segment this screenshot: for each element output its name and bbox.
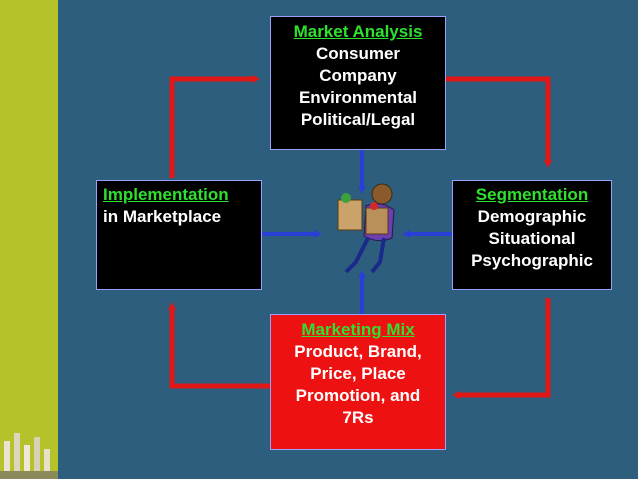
segmentation-box: Segmentation Demographic Situational Psy… — [452, 180, 612, 290]
segmentation-title: Segmentation — [475, 185, 589, 204]
arrow-implementation-to-market — [169, 75, 260, 178]
marketing-mix-item: 7Rs — [342, 408, 374, 427]
implementation-box: Implementation in Marketplace — [96, 180, 262, 290]
arrow-market-to-segmentation — [446, 76, 552, 168]
marketing-mix-box: Marketing Mix Product, Brand, Price, Pla… — [270, 314, 446, 450]
segmentation-item: Psychographic — [471, 251, 593, 270]
market-analysis-title: Market Analysis — [293, 22, 423, 41]
market-analysis-item: Consumer — [315, 44, 401, 63]
marketing-mix-title: Marketing Mix — [301, 320, 415, 339]
shopper-carrying-bags-icon — [337, 183, 395, 274]
market-analysis-item: Political/Legal — [300, 110, 416, 129]
arrow-segmentation-to-mix — [452, 298, 551, 399]
market-analysis-box: Market Analysis Consumer Company Environ… — [270, 16, 446, 150]
arrow-mix-to-implementation — [168, 302, 270, 389]
segmentation-item: Situational — [488, 229, 576, 248]
left-sidebar-stripe — [0, 0, 58, 479]
implementation-item: in Marketplace — [103, 207, 222, 226]
market-analysis-item: Environmental — [298, 88, 418, 107]
candles-decoration-icon — [0, 433, 58, 479]
implementation-title: Implementation — [103, 185, 229, 204]
marketing-mix-item: Product, Brand, — [294, 342, 422, 361]
marketing-mix-item: Price, Place — [310, 364, 406, 383]
marketing-mix-item: Promotion, and — [295, 386, 421, 405]
segmentation-item: Demographic — [477, 207, 587, 226]
market-analysis-item: Company — [319, 66, 397, 85]
